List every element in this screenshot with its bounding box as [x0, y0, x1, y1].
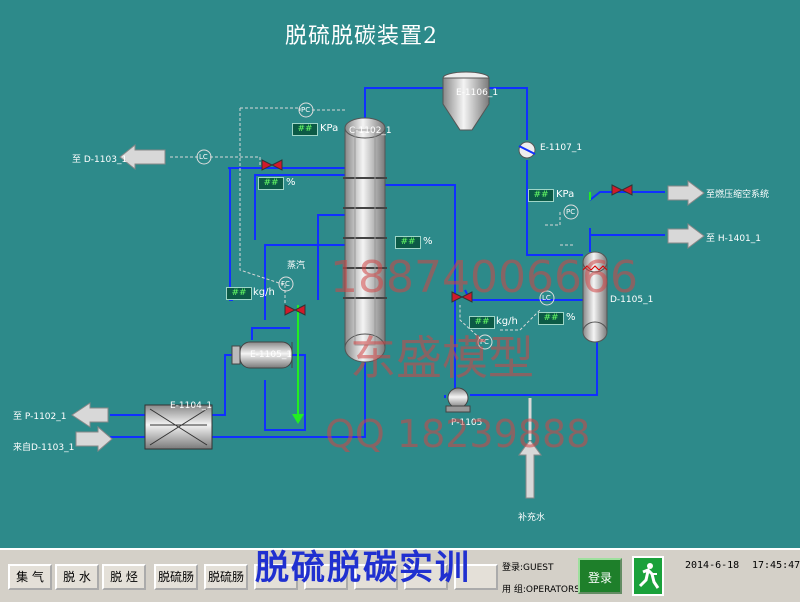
nav-button-8[interactable] — [354, 564, 398, 590]
running-man-icon — [638, 563, 660, 589]
fc-tag-mid: FC — [480, 338, 489, 346]
flow-mid-readout: ## — [469, 316, 495, 329]
makeup-water-label: 补充水 — [518, 513, 546, 523]
pc-tag-top: PC — [301, 106, 311, 114]
fc-tag-steam: FC — [281, 280, 290, 288]
pump-label: P-1105 — [451, 418, 483, 428]
nav-button-desulfurization-1[interactable]: 脱硫肠 — [154, 564, 198, 590]
stream-to-h1401: 至 H-1401_1 — [706, 234, 762, 244]
steam-flow-unit: kg/h — [253, 287, 275, 298]
level-col-readout: ## — [395, 236, 421, 249]
nav-button-dehydration[interactable]: 脱 水 — [55, 564, 99, 590]
date-display: 2014-6-18 — [685, 560, 740, 571]
time-display: 17:45:47 — [752, 560, 800, 571]
stream-to-d1103: 至 D-1103_1 — [72, 155, 128, 165]
level-col-unit: % — [423, 236, 433, 247]
process-diagram: 脱硫脱碳装置2 C-1102_1 E-1106_1 E-1107_1 D-110… — [13, 24, 770, 523]
exit-button[interactable] — [632, 556, 664, 596]
lc-tag-left: LC — [199, 153, 208, 161]
valve-top-readout: ## — [258, 177, 284, 190]
bottom-toolbar: 集 气 脱 水 脱 烃 脱硫肠 脱硫肠 登录:GUEST 用 组:OPERATO… — [0, 548, 800, 602]
level-drum-unit: % — [566, 312, 576, 323]
page-title: 脱硫脱碳装置2 — [285, 24, 438, 49]
pressure-top-readout: ## — [292, 123, 318, 136]
pressure-right-unit: KPa — [556, 189, 575, 200]
steam-flow-readout: ## — [226, 287, 252, 300]
reboiler-label: E-1105_1 — [250, 350, 293, 360]
level-drum-readout: ## — [538, 312, 564, 325]
steam-label: 蒸汽 — [287, 261, 306, 271]
valve-top-unit: % — [286, 177, 296, 188]
training-overlay-title: 脱硫脱碳实训 — [255, 548, 471, 588]
nav-button-6[interactable] — [254, 564, 298, 590]
watermark-qq: QQ 18239888 — [325, 412, 591, 456]
separator-label: E-1106_1 — [456, 88, 499, 98]
watermark-brand: 东盛模型 — [350, 331, 534, 385]
stream-from-d1103: 来自D-1103_1 — [13, 443, 75, 453]
pc-tag-right: PC — [566, 208, 576, 216]
flash-drum-label: D-1105_1 — [610, 295, 654, 305]
absorber-label: C-1102_1 — [349, 126, 392, 136]
nav-button-10[interactable] — [454, 564, 498, 590]
pipe-network — [71, 71, 705, 499]
stream-to-p1102: 至 P-1102_1 — [13, 412, 67, 422]
nav-button-desulfurization-2[interactable]: 脱硫肠 — [204, 564, 248, 590]
stream-to-fuel: 至燃压缩空系统 — [706, 190, 770, 200]
flow-mid-unit: kg/h — [496, 316, 518, 327]
user-group: 用 组:OPERATORS — [502, 585, 580, 595]
lc-tag-drum: LC — [542, 294, 551, 302]
nav-button-9[interactable] — [404, 564, 448, 590]
cooler-label: E-1107_1 — [540, 143, 583, 153]
nav-button-gathering[interactable]: 集 气 — [8, 564, 52, 590]
pressure-right-readout: ## — [528, 189, 554, 202]
nav-button-7[interactable] — [304, 564, 348, 590]
user-name: 登录:GUEST — [502, 563, 554, 573]
watermark-phone: 18874006666 — [330, 252, 638, 303]
pressure-top-unit: KPa — [320, 123, 339, 134]
login-button[interactable]: 登录 — [578, 558, 622, 594]
nav-button-dehydrocarbon[interactable]: 脱 烃 — [102, 564, 146, 590]
exchanger-label: E-1104_1 — [170, 401, 213, 411]
